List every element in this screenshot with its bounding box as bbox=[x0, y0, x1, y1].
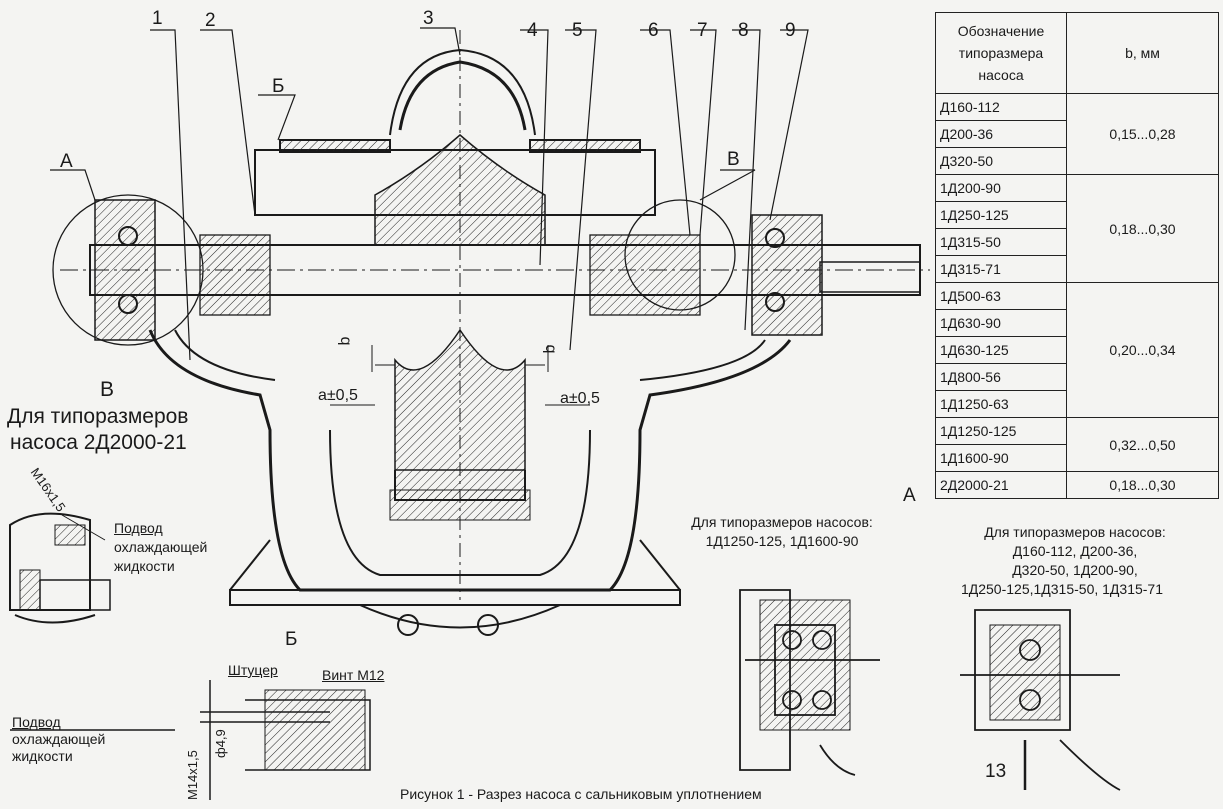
coolant-top-line3: жидкости bbox=[114, 558, 175, 574]
note-2d2000-line1: Для типоразмеров bbox=[7, 405, 189, 428]
detail-b-letter: Б bbox=[285, 629, 298, 650]
pump-size-cell: 2Д2000-21 bbox=[935, 471, 1067, 499]
callout-13: 13 bbox=[985, 761, 1007, 782]
table-row: Д160-112 0,15...0,28 bbox=[935, 93, 1219, 175]
coolant-top-line1: Подвод bbox=[114, 520, 163, 536]
pump-size-cell: 1Д1250-63 bbox=[935, 390, 1067, 418]
callout-6: 6 bbox=[648, 20, 659, 41]
table-row: 1Д1250-63 bbox=[935, 390, 1219, 418]
table-row: 1Д500-63 0,20...0,34 bbox=[935, 282, 1219, 418]
coolant-bottom-line3: жидкости bbox=[12, 748, 73, 764]
note-d160-line3: Д320-50, 1Д200-90, bbox=[1012, 562, 1138, 578]
b-value-cell: 0,20...0,34 bbox=[1066, 282, 1219, 418]
view-a-d160-drawing bbox=[960, 609, 1121, 791]
note-2d2000-line2: насоса 2Д2000-21 bbox=[10, 431, 187, 454]
table-row: 1Д630-125 bbox=[935, 336, 1219, 364]
b-value-cell: 0,15...0,28 bbox=[1066, 93, 1219, 175]
view-a-1d1250-drawing bbox=[739, 589, 880, 776]
pump-size-cell: 1Д500-63 bbox=[935, 282, 1067, 310]
b-value-cell: 0,32...0,50 bbox=[1066, 417, 1219, 472]
pump-size-cell: 1Д315-71 bbox=[935, 255, 1067, 283]
pump-size-cell: 1Д630-125 bbox=[935, 336, 1067, 364]
coolant-top-line2: охлаждающей bbox=[114, 539, 208, 555]
callout-9: 9 bbox=[785, 20, 796, 41]
pump-size-cell: 1Д250-125 bbox=[935, 201, 1067, 229]
callout-1: 1 bbox=[152, 8, 163, 29]
table-row: 1Д315-50 bbox=[935, 228, 1219, 256]
table-header-row: Обозначение типоразмера насоса b, мм bbox=[935, 12, 1219, 94]
pump-size-cell: 1Д800-56 bbox=[935, 363, 1067, 391]
header-designation: Обозначение типоразмера насоса bbox=[935, 12, 1067, 94]
pump-sizes-table: Обозначение типоразмера насоса b, мм Д16… bbox=[935, 12, 1219, 499]
pump-size-cell: Д200-36 bbox=[935, 120, 1067, 148]
header-b-mm: b, мм bbox=[1066, 12, 1219, 94]
note-d160-line4: 1Д250-125,1Д315-50, 1Д315-71 bbox=[960, 581, 1164, 597]
callout-8: 8 bbox=[738, 20, 749, 41]
dim-b-left: b bbox=[336, 336, 354, 346]
pump-size-cell: Д160-112 bbox=[935, 93, 1067, 121]
dim-b-right: b bbox=[541, 344, 559, 354]
coolant-bottom-line2: охлаждающей bbox=[12, 731, 106, 747]
m14-thread-label: М14х1,5 bbox=[185, 750, 200, 800]
b-value-cell: 0,18...0,30 bbox=[1066, 471, 1219, 499]
section-v-label: В bbox=[727, 149, 740, 170]
phi-label: ф4,9 bbox=[213, 729, 228, 758]
table-row: 2Д2000-21 0,18...0,30 bbox=[935, 471, 1219, 499]
table-row: 1Д200-90 0,18...0,30 bbox=[935, 174, 1219, 283]
dim-a-left: а±0,5 bbox=[318, 387, 358, 404]
b-value-cell: 0,18...0,30 bbox=[1066, 174, 1219, 283]
pump-size-cell: 1Д315-50 bbox=[935, 228, 1067, 256]
note-2d2000-letter: В bbox=[100, 378, 115, 401]
detail-v-drawing bbox=[9, 512, 111, 624]
pump-size-cell: 1Д1600-90 bbox=[935, 444, 1067, 472]
pump-size-cell: 1Д200-90 bbox=[935, 174, 1067, 202]
table-row: 1Д250-125 bbox=[935, 201, 1219, 229]
pump-size-cell: 1Д1250-125 bbox=[935, 417, 1067, 445]
callout-7: 7 bbox=[697, 20, 708, 41]
view-a-letter: А bbox=[903, 485, 916, 506]
section-a-label: А bbox=[60, 151, 73, 172]
callout-5: 5 bbox=[572, 20, 583, 41]
table-row: 1Д1250-125 0,32...0,50 bbox=[935, 417, 1219, 472]
callout-4: 4 bbox=[527, 20, 538, 41]
table-row: 1Д1600-90 bbox=[935, 444, 1219, 472]
callout-2: 2 bbox=[205, 10, 216, 31]
callout-3: 3 bbox=[423, 8, 434, 29]
pump-size-cell: 1Д630-90 bbox=[935, 309, 1067, 337]
shtucer-label: Штуцер bbox=[228, 662, 278, 678]
coolant-bottom-line1: Подвод bbox=[12, 714, 61, 730]
figure-caption: Рисунок 1 - Разрез насоса с сальниковым … bbox=[400, 786, 762, 802]
note-1d1250-line2: 1Д1250-125, 1Д1600-90 bbox=[705, 533, 859, 549]
pump-size-cell: Д320-50 bbox=[935, 147, 1067, 175]
note-d160-line2: Д160-112, Д200-36, bbox=[1012, 543, 1138, 559]
vint-label: Винт М12 bbox=[322, 667, 385, 683]
callout-leaders bbox=[50, 27, 809, 361]
section-b-label: Б bbox=[272, 76, 285, 97]
detail-b-drawing bbox=[10, 680, 371, 800]
dim-a-right: а±0,5 bbox=[560, 390, 600, 407]
note-1d1250-line1: Для типоразмеров насосов: bbox=[691, 514, 873, 530]
note-d160-line1: Для типоразмеров насосов: bbox=[984, 524, 1166, 540]
